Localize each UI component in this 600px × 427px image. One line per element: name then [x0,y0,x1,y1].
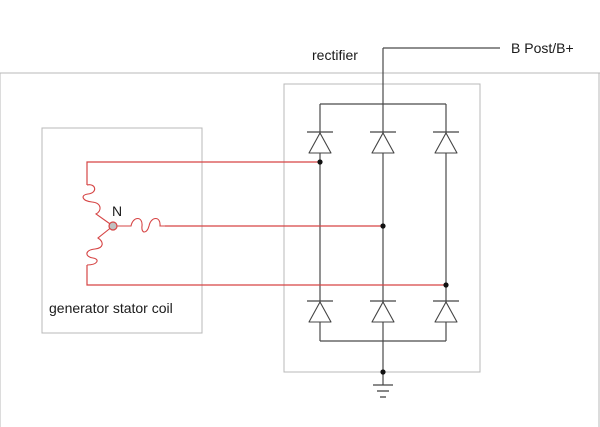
coil-icon [86,225,114,266]
coil-icon [113,217,165,233]
diode-icon [307,131,333,154]
rectifier-label: rectifier [312,47,358,63]
junction-dot [317,159,323,165]
stator-coil-label: generator stator coil [49,300,173,316]
stator-coil-box [41,127,203,334]
neutral-label: N [112,203,122,219]
diode-icon [307,300,333,323]
junction-dot [380,369,386,375]
junction-dot [380,223,386,229]
diode-icon [433,131,459,154]
coil-icon [82,184,114,227]
diode-icon [433,300,459,323]
neutral-node [108,221,118,231]
phase-wire-3 [86,265,446,286]
ground-icon [373,384,393,398]
diode-icon [370,131,396,154]
diode-icon [370,300,396,323]
b-post-label: B Post/B+ [511,40,574,56]
phase-wire-1 [86,161,320,185]
junction-dot [443,282,449,288]
